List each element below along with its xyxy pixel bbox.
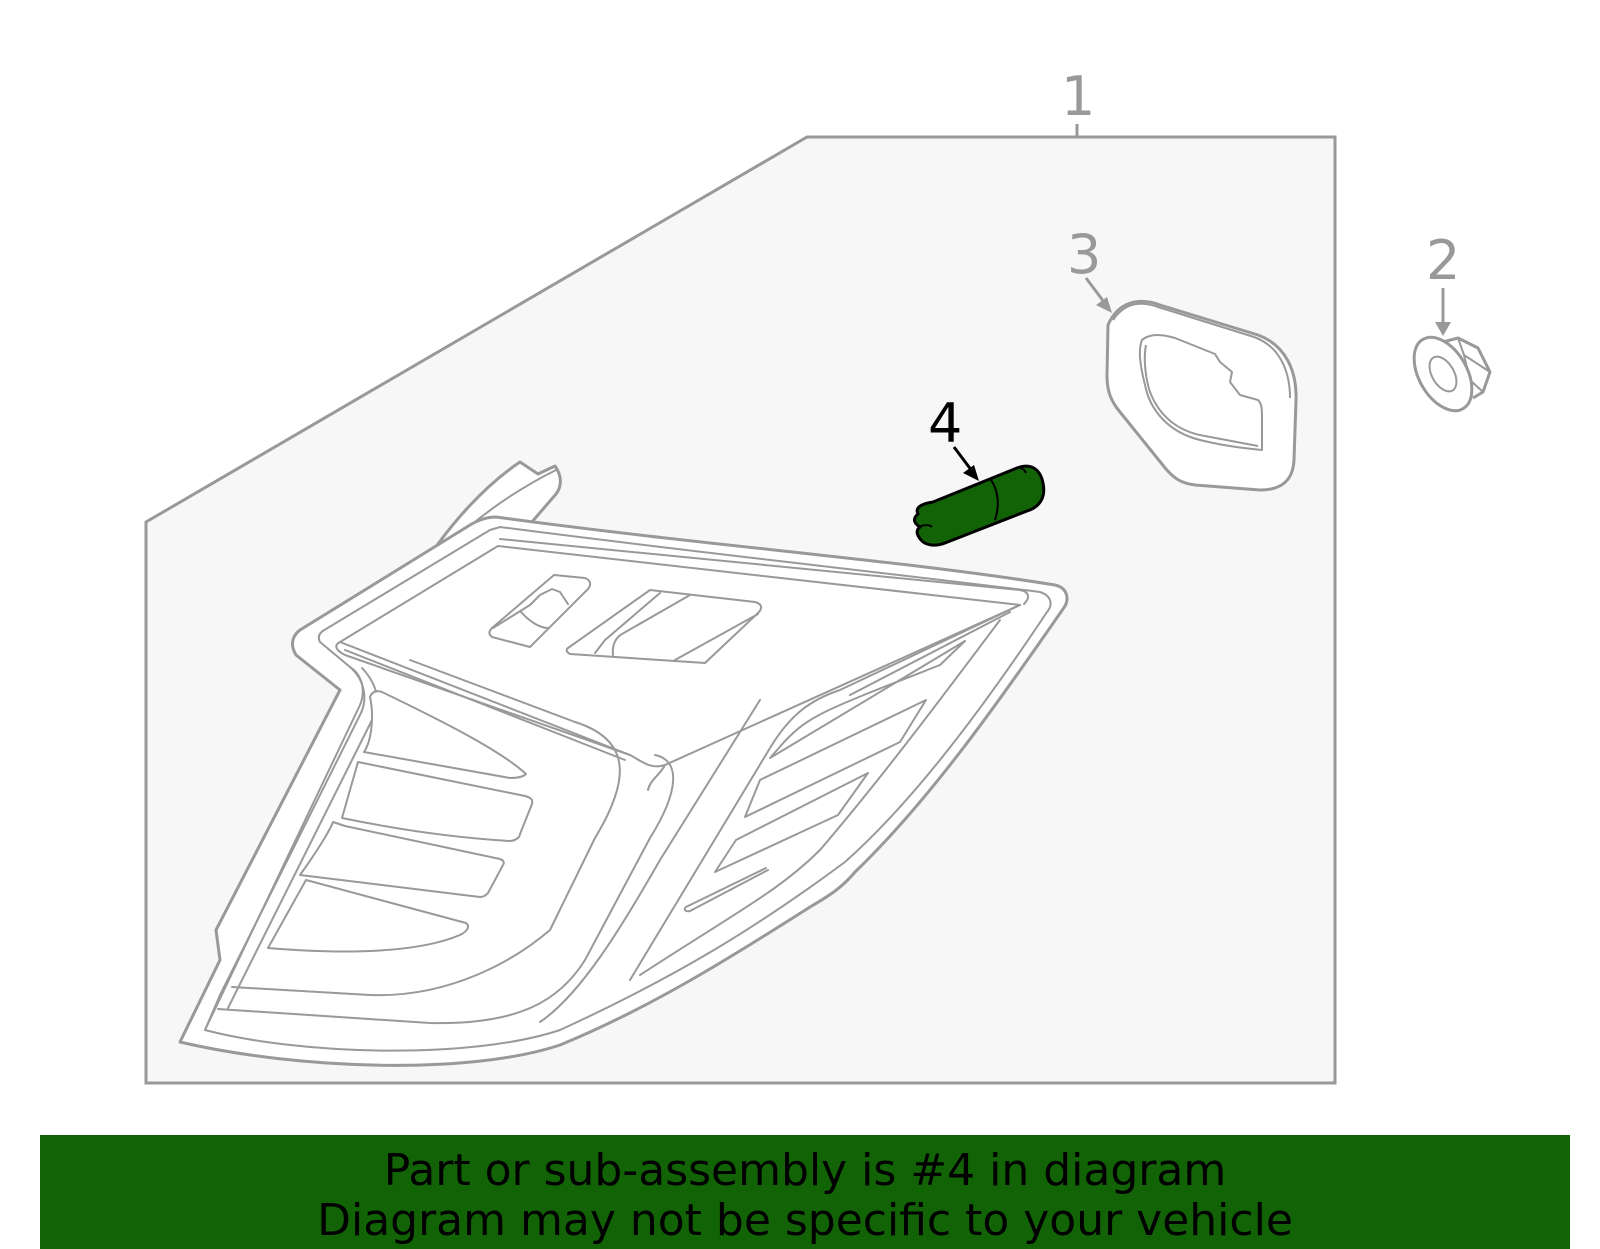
callout-3[interactable]: 3	[1067, 223, 1102, 286]
info-banner: Part or sub-assembly is #4 in diagram Di…	[40, 1135, 1570, 1249]
tail-lamp-assembly[interactable]	[178, 460, 1069, 1067]
bulb-part-4[interactable]	[913, 464, 1046, 547]
nut[interactable]	[1402, 327, 1492, 420]
leader-arrow-4	[952, 446, 979, 481]
leader-arrow-3	[1084, 277, 1112, 313]
banner-disclaimer: Diagram may not be specific to your vehi…	[317, 1195, 1293, 1246]
callout-4[interactable]: 4	[928, 392, 963, 455]
callout-1[interactable]: 1	[1061, 65, 1096, 128]
gasket[interactable]	[1105, 300, 1298, 492]
leader-arrow-2	[1435, 288, 1451, 336]
callout-2[interactable]: 2	[1426, 229, 1461, 292]
banner-part-note: Part or sub-assembly is #4 in diagram	[383, 1145, 1227, 1196]
